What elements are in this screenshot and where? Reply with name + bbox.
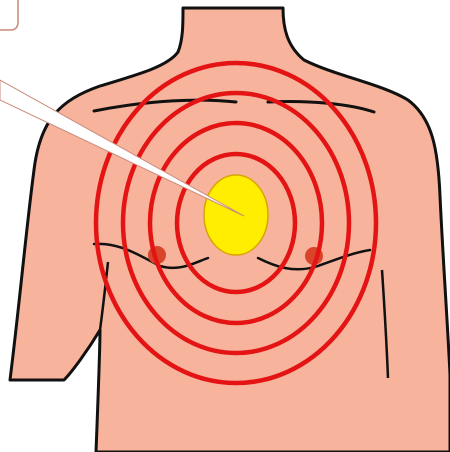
callout-box xyxy=(0,0,18,30)
pain-center xyxy=(204,175,268,255)
